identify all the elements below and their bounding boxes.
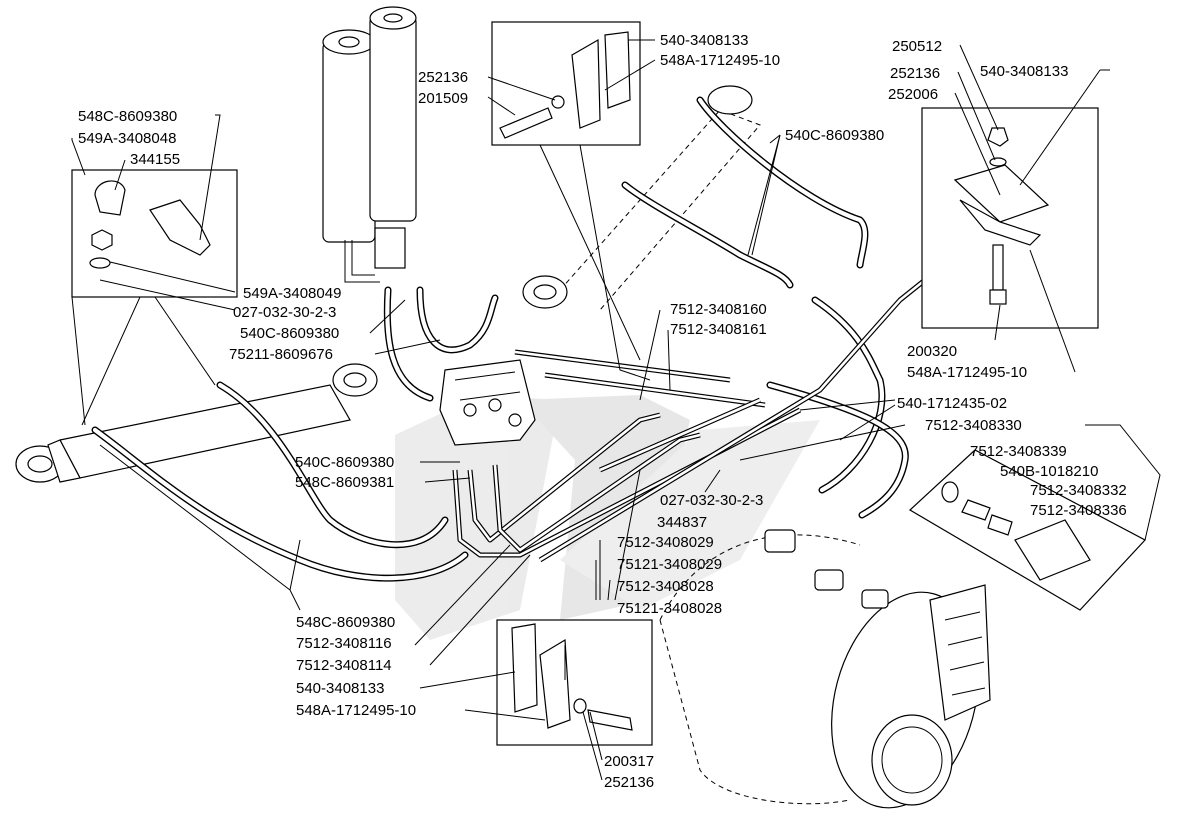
- label-201509: 201509: [418, 90, 468, 107]
- label-540-3408133-right: 540-3408133: [980, 63, 1068, 80]
- hoses: [91, 96, 909, 582]
- label-252136-right: 252136: [890, 65, 940, 82]
- label-540C-8609380-valve: 540C-8609380: [295, 454, 394, 471]
- label-540C-8609380-mid: 540C-8609380: [240, 325, 339, 342]
- label-7512-3408332: 7512-3408332: [1030, 482, 1127, 499]
- label-548A-1712495-10-top: 548A-1712495-10: [660, 52, 780, 69]
- hydraulic-accumulators: [322, 6, 417, 283]
- label-7512-3408161: 7512-3408161: [670, 321, 767, 338]
- label-252006: 252006: [888, 86, 938, 103]
- label-540-3408133-bottom: 540-3408133: [296, 680, 384, 697]
- inset-bracket-top: [491, 21, 641, 146]
- label-200320: 200320: [907, 343, 957, 360]
- label-250512: 250512: [892, 38, 942, 55]
- part-number-labels: 540-3408133 548A-1712495-10 252136 20150…: [78, 32, 1127, 791]
- label-549A-3408049: 549A-3408049: [243, 285, 341, 302]
- inset-fittings-right: [908, 449, 1146, 611]
- label-75121-3408029: 75121-3408029: [617, 556, 722, 573]
- label-252136-top: 252136: [418, 69, 468, 86]
- label-7512-3408028: 7512-3408028: [617, 578, 714, 595]
- label-7512-3408330: 7512-3408330: [925, 417, 1022, 434]
- label-548C-8609380-left: 548C-8609380: [78, 108, 177, 125]
- label-7512-3408114: 7512-3408114: [296, 657, 392, 674]
- label-540-3408133-top: 540-3408133: [660, 32, 748, 49]
- hydraulic-tank: [659, 529, 991, 809]
- label-344155: 344155: [130, 151, 180, 168]
- label-548A-1712495-10-right: 548A-1712495-10: [907, 364, 1027, 381]
- label-7512-3408029: 7512-3408029: [617, 534, 714, 551]
- label-75121-3408028: 75121-3408028: [617, 600, 722, 617]
- label-540C-8609380-top: 540C-8609380: [785, 127, 884, 144]
- label-7512-3408116: 7512-3408116: [296, 635, 392, 652]
- inset-clamp-right: [921, 107, 1099, 329]
- inset-fittings-left: [71, 169, 238, 298]
- label-548C-8609381: 548C-8609381: [295, 474, 394, 491]
- leader-lines: [71, 39, 1161, 781]
- pipes: [452, 278, 927, 563]
- label-344837: 344837: [657, 514, 707, 531]
- label-540B-1018210: 540B-1018210: [1000, 463, 1098, 480]
- label-549A-3408048: 549A-3408048: [78, 130, 176, 147]
- distributor-valve: [439, 359, 536, 446]
- label-7512-3408339: 7512-3408339: [970, 443, 1067, 460]
- inset-bracket-bottom: [496, 619, 653, 746]
- label-7512-3408160: 7512-3408160: [670, 301, 767, 318]
- label-200317: 200317: [604, 753, 654, 770]
- label-548A-1712495-10-bottom: 548A-1712495-10: [296, 702, 416, 719]
- label-7512-3408336: 7512-3408336: [1030, 502, 1127, 519]
- label-027-032-30-2-3-left: 027-032-30-2-3: [233, 304, 336, 321]
- label-75211-8609676: 75211-8609676: [229, 346, 333, 363]
- label-252136-bottom: 252136: [604, 774, 654, 791]
- label-548C-8609380-bottom: 548C-8609380: [296, 614, 395, 631]
- label-027-032-30-2-3-mid: 027-032-30-2-3: [660, 492, 763, 509]
- label-540-1712435-02: 540-1712435-02: [897, 395, 1007, 412]
